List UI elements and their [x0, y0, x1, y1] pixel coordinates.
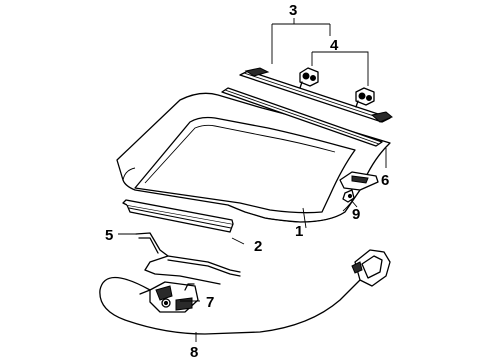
hood-latch: [149, 281, 199, 313]
hood-release-cable: [99, 271, 369, 335]
callout-4: 4: [330, 37, 339, 54]
leader-lines: [118, 18, 387, 342]
callout-2: 2: [254, 238, 262, 255]
hood-bumper-stop: [339, 171, 379, 203]
callout-8: 8: [190, 344, 198, 360]
hood-rear-seal: [221, 87, 383, 147]
callout-6: 6: [381, 172, 389, 189]
callout-7: 7: [206, 294, 214, 311]
hood-front-seal: [122, 199, 234, 233]
callout-3: 3: [289, 2, 297, 19]
seal-clip-right: [355, 87, 375, 108]
hood-panel: [116, 92, 391, 223]
callout-1: 1: [295, 223, 303, 240]
hood-weatherstrip: [239, 67, 393, 123]
callout-9: 9: [352, 206, 360, 223]
latch-release-rod: [135, 232, 241, 285]
hood-release-handle: [351, 249, 391, 287]
seal-clip-left: [299, 67, 319, 89]
callout-5: 5: [105, 227, 113, 244]
